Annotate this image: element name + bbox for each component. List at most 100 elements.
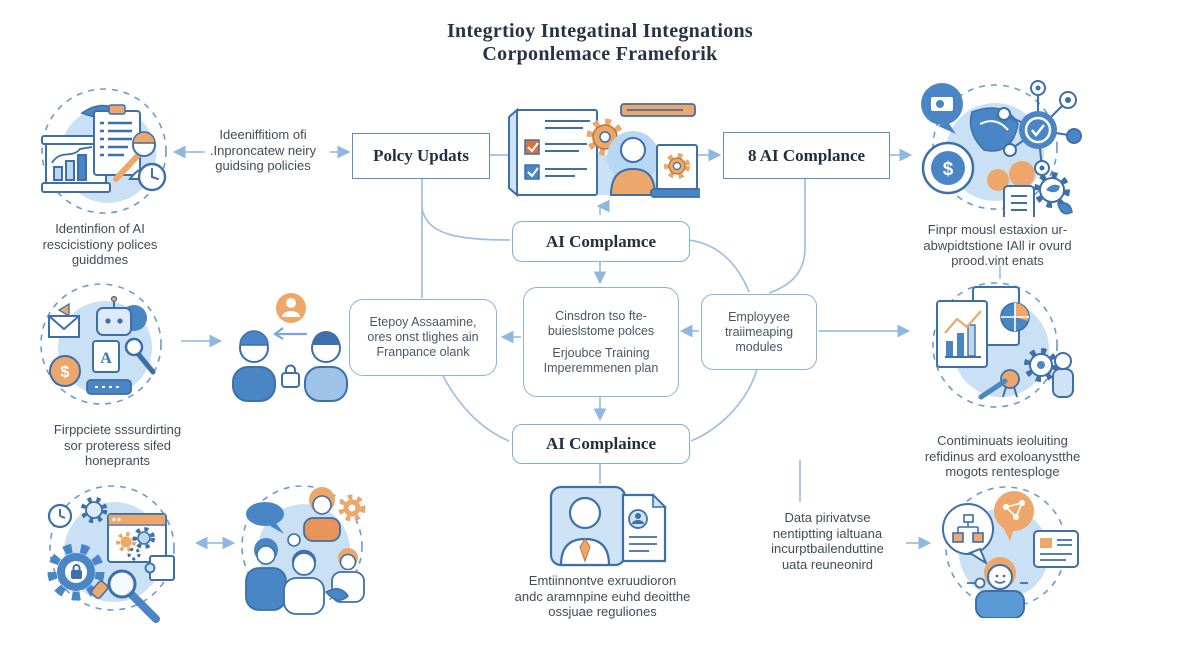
clock-icon bbox=[47, 503, 73, 529]
bottom-caption-regulations: Emtiinnontve exruudioron andc aramnpine … bbox=[485, 573, 720, 620]
inspector-person-icon bbox=[113, 131, 163, 182]
note-line: Ideeniffitiom ofi bbox=[219, 127, 307, 142]
exchange-arrow-icon bbox=[273, 327, 307, 340]
people-exchange-illustration bbox=[232, 293, 348, 402]
caption-line: ossjuae reguliones bbox=[548, 604, 657, 619]
telescope-icon bbox=[978, 378, 1008, 400]
search-bar-icon bbox=[620, 103, 696, 117]
bar-chart-document-icon bbox=[936, 300, 988, 368]
caption-line: nentiptting ialtuana bbox=[772, 525, 883, 541]
collaboration-team-illustration bbox=[241, 485, 366, 615]
org-chart-bubble-icon bbox=[942, 503, 994, 566]
award-icon bbox=[1000, 369, 1020, 398]
caption-line: Identinfion of AI bbox=[55, 221, 145, 236]
central-line: buieslstome polces bbox=[547, 323, 655, 338]
team-member-left-icon bbox=[245, 538, 287, 611]
dashed-circle bbox=[241, 485, 363, 607]
caption-line: Emtiinnontve exruudioron bbox=[528, 573, 677, 588]
dollar-coin-icon: $ bbox=[921, 141, 975, 195]
person-left-icon bbox=[232, 330, 276, 402]
mini-clock-icon bbox=[287, 533, 301, 547]
ai-robot-illustration: A $ bbox=[40, 283, 162, 405]
analytics-monitoring-illustration bbox=[932, 282, 1074, 408]
left-caption-processes: Firppciete sssurdirting sor proteress si… bbox=[10, 422, 225, 469]
evaluation-network-illustration: $ bbox=[921, 80, 1082, 217]
team-member-top-icon bbox=[303, 487, 341, 542]
policy-updates-label: Polcy Updats bbox=[373, 146, 469, 165]
ai-complance-box: 8 AI Complance bbox=[723, 132, 890, 179]
puzzle-piece-icon bbox=[144, 555, 175, 581]
magnifier-icon bbox=[107, 569, 160, 623]
note-line: guidsing policies bbox=[215, 158, 311, 173]
caption-line: abwpidtstione IAll ir ovurd bbox=[923, 237, 1072, 253]
presenter-card-icon bbox=[549, 485, 627, 567]
speech-bubble-icon bbox=[246, 502, 284, 534]
caption-line: refidinus ard exoloanystthe bbox=[924, 448, 1081, 464]
training-line: Employyee bbox=[728, 309, 790, 324]
central-line: Erjoubce Training bbox=[552, 345, 650, 360]
central-policies-box: Cinsdron tso fte- buieslstome polces Erj… bbox=[523, 287, 679, 397]
right-caption-monitoring: Contiminuats ieoluiting refidinus ard ex… bbox=[885, 433, 1120, 480]
leaf-vein bbox=[979, 120, 1009, 131]
caption-line: mogots rentesploge bbox=[945, 464, 1060, 479]
dollar-glyph: $ bbox=[61, 364, 70, 381]
orange-dot bbox=[1009, 161, 1035, 187]
gear-outline-icon bbox=[80, 496, 108, 524]
ai-complance-label: 8 AI Complance bbox=[747, 145, 866, 165]
caption-line: sor proteress sifed bbox=[64, 437, 171, 453]
network-bubble-icon bbox=[994, 491, 1034, 541]
document-a-icon: A bbox=[92, 340, 120, 373]
clock-icon bbox=[137, 162, 167, 192]
identification-note: Ideeniffitiom ofi .Inproncatew neiry gui… bbox=[188, 127, 338, 174]
tool-icon bbox=[124, 337, 156, 375]
megaphone-icon bbox=[324, 588, 349, 601]
person-right-icon bbox=[304, 331, 348, 402]
caption-line: rescicistiony polices bbox=[42, 236, 158, 252]
envelope-icon bbox=[48, 302, 80, 338]
user-badge-icon bbox=[276, 293, 306, 323]
gear-leaf-icon bbox=[1034, 172, 1073, 215]
dashed-circle bbox=[40, 283, 162, 405]
ai-complamce-top-box: AI Complamce bbox=[512, 221, 690, 262]
orange-grip bbox=[90, 580, 109, 599]
audit-identification-illustration bbox=[41, 88, 167, 214]
right-caption-evaluation: Finpr mousl estaxion ur- abwpidtstione I… bbox=[880, 222, 1115, 269]
central-line: Cinsdron tso fte- bbox=[555, 308, 647, 323]
training-line: modules bbox=[735, 339, 783, 354]
title-line-1: Integrtioy Integatinal Integnations bbox=[446, 20, 754, 42]
policy-updates-box: Polcy Updats bbox=[352, 133, 490, 179]
assessment-line: Franpance olank bbox=[376, 345, 470, 359]
process-gears-illustration bbox=[47, 485, 175, 623]
ai-complaince-bottom-box: AI Complaince bbox=[512, 424, 690, 464]
team-member-center-icon bbox=[283, 549, 325, 615]
person-observer-icon bbox=[1052, 352, 1074, 398]
support-person-icon bbox=[967, 557, 1028, 618]
network-check-icon bbox=[997, 80, 1082, 176]
robot-head-icon bbox=[96, 295, 147, 336]
employee-assessment-box: Etepoy Assaamine, ores onst tlighes ain … bbox=[349, 299, 497, 376]
assessment-line: ores onst tlighes ain bbox=[367, 330, 479, 344]
training-line: traiimeaping bbox=[724, 324, 794, 339]
document-icon bbox=[1003, 185, 1035, 217]
caption-line: guiddmes bbox=[71, 252, 129, 267]
caption-line: incurptbailenduttine bbox=[771, 541, 884, 556]
gear-icon bbox=[338, 494, 366, 522]
title-line-2: Corponlemace Frameforik bbox=[482, 43, 718, 65]
profile-document-icon bbox=[621, 493, 667, 563]
dollar-glyph: $ bbox=[943, 159, 954, 180]
camera-bubble-icon bbox=[921, 83, 963, 134]
dashed-circle bbox=[932, 282, 1058, 408]
note-line: .Inproncatew neiry bbox=[209, 142, 317, 158]
central-line: Imperemmenen plan bbox=[543, 360, 659, 375]
note-card-icon bbox=[1033, 530, 1079, 568]
checklist-document-icon bbox=[508, 107, 598, 198]
globe-pie-icon bbox=[1000, 302, 1030, 332]
orange-dot bbox=[987, 169, 1009, 191]
left-caption-identification: Identinfion of AI rescicistiony polices … bbox=[10, 221, 190, 268]
ai-complamce-top-label: AI Complamce bbox=[545, 231, 656, 251]
data-privacy-support-illustration bbox=[942, 486, 1079, 618]
laptop-gear-icon bbox=[650, 144, 700, 198]
employee-training-box: Employyee traiimeaping modules bbox=[701, 294, 817, 370]
person-icon bbox=[607, 131, 659, 196]
